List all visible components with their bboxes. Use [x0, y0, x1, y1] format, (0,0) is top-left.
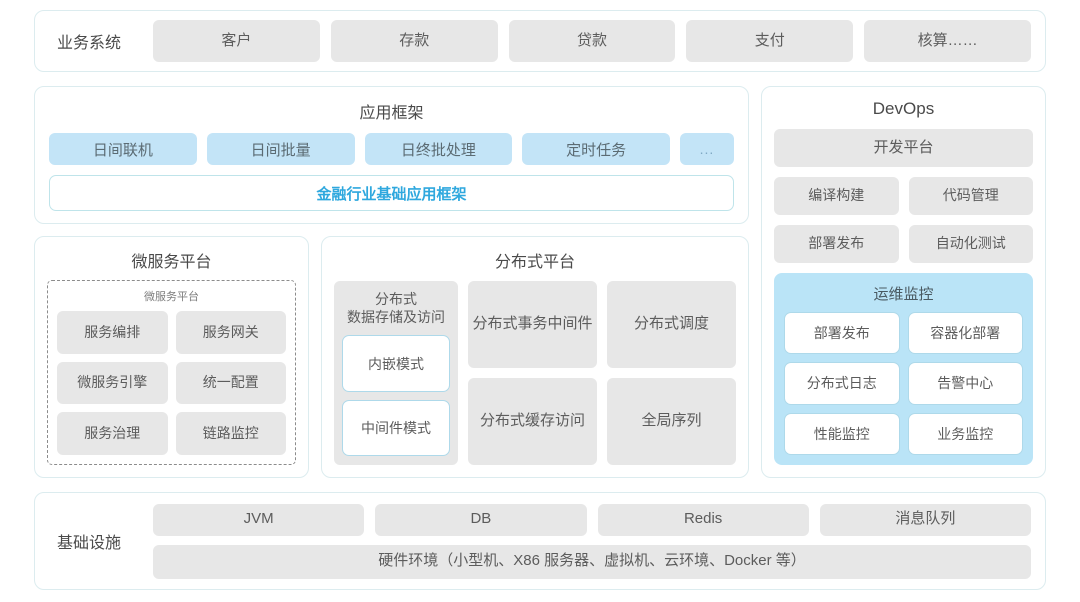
micro-chip-microservice-engine[interactable]: 微服务引擎 — [57, 361, 168, 405]
micro-chip-service-orchestration[interactable]: 服务编排 — [57, 311, 168, 354]
dist-chip-scheduling[interactable]: 分布式调度 — [607, 281, 736, 368]
infra-chip-hardware-environment[interactable]: 硬件环境（小型机、X86 服务器、虚拟机、云环境、Docker 等） — [153, 544, 1031, 579]
devops-card: DevOps 开发平台 编译构建 代码管理 部署发布 自动化测试 运维监控 部署… — [761, 86, 1046, 478]
business-system-chips: 客户 存款 贷款 支付 核算…… — [153, 20, 1031, 62]
business-chip-accounting[interactable]: 核算…… — [864, 20, 1031, 62]
app-chip-eod-batch[interactable]: 日终批处理 — [364, 133, 513, 165]
business-system-row: 业务系统 客户 存款 贷款 支付 核算…… — [34, 10, 1046, 72]
dist-chip-global-sequence[interactable]: 全局序列 — [607, 378, 736, 465]
middle-left-column: 应用框架 日间联机 日间批量 日终批处理 定时任务 ... 金融行业基础应用框架… — [34, 86, 749, 478]
app-chip-more[interactable]: ... — [680, 133, 734, 165]
middle-region: 应用框架 日间联机 日间批量 日终批处理 定时任务 ... 金融行业基础应用框架… — [34, 86, 1046, 478]
dist-chip-cache-access[interactable]: 分布式 缓存访问 — [468, 378, 597, 465]
infrastructure-row: 基础设施 JVM DB Redis 消息队列 硬件环境（小型机、X86 服务器、… — [34, 492, 1046, 590]
distributed-data-storage-column[interactable]: 分布式 数据存储及访问 内嵌模式 中间件模式 — [334, 281, 458, 465]
application-framework-chips: 日间联机 日间批量 日终批处理 定时任务 ... — [49, 133, 734, 165]
ops-chip-containerized-deploy[interactable]: 容器化部署 — [907, 312, 1023, 355]
micro-chip-service-governance[interactable]: 服务治理 — [57, 412, 168, 455]
infra-chip-jvm[interactable]: JVM — [153, 503, 365, 536]
ops-chip-performance-monitoring[interactable]: 性能监控 — [784, 412, 900, 455]
infrastructure-label: 基础设施 — [56, 535, 121, 552]
devops-chip-deploy-release[interactable]: 部署发布 — [774, 225, 899, 263]
business-chip-loan[interactable]: 贷款 — [508, 20, 676, 62]
microservice-platform-title: 微服务平台 — [131, 254, 212, 271]
app-chip-scheduled-task[interactable]: 定时任务 — [522, 133, 670, 165]
distributed-platform-card: 分布式平台 分布式 数据存储及访问 内嵌模式 中间件模式 — [321, 236, 749, 478]
ops-chip-business-monitoring[interactable]: 业务监控 — [907, 412, 1023, 455]
app-chip-daytime-online[interactable]: 日间联机 — [49, 133, 197, 165]
ops-monitoring-panel: 运维监控 部署发布 容器化部署 分布式日志 告警中心 性能监控 业务监控 — [774, 273, 1033, 465]
dist-mode-middleware[interactable]: 中间件模式 — [342, 399, 450, 456]
devops-pair-row-1: 编译构建 代码管理 — [774, 177, 1033, 215]
dist-chip-cache-access-line2: 缓存访问 — [525, 412, 586, 430]
devops-chip-automated-testing[interactable]: 自动化测试 — [908, 225, 1033, 263]
infra-chip-message-queue[interactable]: 消息队列 — [819, 503, 1031, 536]
infrastructure-chips: JVM DB Redis 消息队列 — [153, 503, 1031, 536]
business-chip-payment[interactable]: 支付 — [686, 20, 854, 62]
micro-chip-trace-monitoring[interactable]: 链路监控 — [175, 412, 286, 455]
microservice-platform-card: 微服务平台 微服务平台 服务编排 服务网关 微服务引擎 统一配置 服务治理 链路… — [34, 236, 309, 478]
ops-monitoring-grid: 部署发布 容器化部署 分布式日志 告警中心 性能监控 业务监控 — [784, 312, 1023, 455]
devops-chip-code-management[interactable]: 代码管理 — [908, 177, 1033, 215]
business-chip-deposit[interactable]: 存款 — [330, 20, 498, 62]
platforms-row: 微服务平台 微服务平台 服务编排 服务网关 微服务引擎 统一配置 服务治理 链路… — [34, 236, 749, 478]
micro-chip-service-gateway[interactable]: 服务网关 — [175, 311, 286, 354]
microservice-platform-dashed-box: 微服务平台 服务编排 服务网关 微服务引擎 统一配置 服务治理 链路监控 — [47, 280, 296, 465]
distributed-data-storage-label: 分布式 数据存储及访问 — [342, 290, 450, 326]
dist-chip-transaction-middleware-line1: 分布式 — [472, 315, 518, 333]
dist-chip-cache-access-line1: 分布式 — [479, 412, 525, 430]
devops-pair-row-2: 部署发布 自动化测试 — [774, 225, 1033, 263]
dist-chip-transaction-middleware[interactable]: 分布式 事务中间件 — [468, 281, 597, 368]
devops-column: DevOps 开发平台 编译构建 代码管理 部署发布 自动化测试 运维监控 部署… — [761, 86, 1046, 478]
infrastructure-stack: JVM DB Redis 消息队列 硬件环境（小型机、X86 服务器、虚拟机、云… — [153, 503, 1031, 579]
financial-base-framework-banner: 金融行业基础应用框架 — [49, 175, 734, 211]
application-framework-card: 应用框架 日间联机 日间批量 日终批处理 定时任务 ... 金融行业基础应用框架 — [34, 86, 749, 224]
microservice-platform-grid: 服务编排 服务网关 微服务引擎 统一配置 服务治理 链路监控 — [57, 311, 286, 455]
devops-chip-compile-build[interactable]: 编译构建 — [774, 177, 899, 215]
app-chip-daytime-batch[interactable]: 日间批量 — [206, 133, 355, 165]
micro-chip-unified-config[interactable]: 统一配置 — [175, 361, 286, 405]
distributed-data-storage-line2: 数据存储及访问 — [347, 309, 445, 326]
infra-chip-redis[interactable]: Redis — [597, 503, 809, 536]
ops-chip-deploy-release[interactable]: 部署发布 — [784, 312, 900, 355]
devops-title: DevOps — [872, 99, 935, 118]
distributed-platform-title: 分布式平台 — [494, 254, 575, 271]
microservice-platform-subtitle: 微服务平台 — [144, 291, 199, 303]
ops-chip-distributed-logging[interactable]: 分布式日志 — [784, 362, 900, 405]
dist-mode-embedded[interactable]: 内嵌模式 — [342, 335, 450, 392]
application-framework-title: 应用框架 — [359, 105, 424, 122]
infra-chip-db[interactable]: DB — [375, 503, 587, 536]
devops-chip-dev-platform[interactable]: 开发平台 — [774, 129, 1033, 167]
ops-chip-alert-center[interactable]: 告警中心 — [907, 362, 1023, 405]
distributed-data-storage-line1: 分布式 — [375, 291, 417, 307]
dist-chip-transaction-middleware-line2: 事务中间件 — [517, 315, 593, 333]
business-system-label: 业务系统 — [56, 35, 121, 52]
distributed-platform-body: 分布式 数据存储及访问 内嵌模式 中间件模式 分布式 事务中间件 分布式调度 — [334, 281, 736, 465]
ops-monitoring-title: 运维监控 — [873, 286, 934, 303]
business-chip-customer[interactable]: 客户 — [153, 20, 320, 62]
distributed-platform-grid: 分布式 事务中间件 分布式调度 分布式 缓存访问 全局序列 — [468, 281, 736, 465]
